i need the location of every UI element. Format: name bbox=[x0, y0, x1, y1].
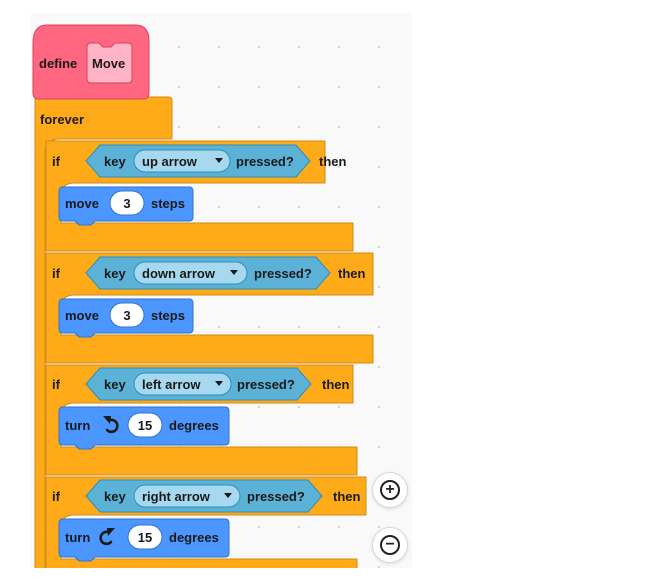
if-label: if bbox=[52, 489, 61, 504]
turn-label: turn bbox=[65, 418, 90, 433]
key-label: key bbox=[104, 377, 126, 392]
if-label: if bbox=[52, 266, 61, 281]
move-steps-block[interactable]: move 3 steps bbox=[58, 186, 194, 226]
key-dropdown-value: left arrow bbox=[142, 377, 201, 392]
steps-label: steps bbox=[151, 196, 185, 211]
turn-right-block[interactable]: turn 15 degrees bbox=[58, 518, 230, 562]
key-label: key bbox=[104, 266, 126, 281]
define-block[interactable]: define Move bbox=[32, 24, 150, 100]
key-dropdown-value: right arrow bbox=[142, 489, 211, 504]
rotate-right-icon bbox=[99, 528, 115, 546]
if-label: if bbox=[52, 154, 61, 169]
key-pressed-condition[interactable]: key left arrow pressed? bbox=[85, 367, 312, 401]
steps-label: steps bbox=[151, 308, 185, 323]
if-label: if bbox=[52, 377, 61, 392]
steps-input-value: 3 bbox=[123, 196, 130, 211]
move-label: move bbox=[65, 308, 99, 323]
dropdown-arrow-icon bbox=[215, 381, 223, 386]
key-dropdown[interactable]: left arrow bbox=[133, 372, 232, 396]
key-dropdown-value: up arrow bbox=[142, 154, 198, 169]
if-block-right-arrow[interactable]: if key right arrow pressed? then turn 15… bbox=[45, 476, 367, 568]
pressed-label: pressed? bbox=[254, 266, 312, 281]
then-label: then bbox=[322, 377, 350, 392]
dropdown-arrow-icon bbox=[215, 158, 223, 163]
move-label: move bbox=[65, 196, 99, 211]
then-label: then bbox=[338, 266, 366, 281]
steps-input[interactable] bbox=[109, 302, 145, 328]
then-label: then bbox=[333, 489, 361, 504]
key-label: key bbox=[104, 489, 126, 504]
if-block-down-arrow[interactable]: if key down arrow pressed? then move 3 s… bbox=[45, 252, 374, 364]
turn-left-block[interactable]: turn 15 degrees bbox=[58, 406, 230, 450]
if-block-left-arrow[interactable]: if key left arrow pressed? then turn 15 … bbox=[45, 364, 358, 476]
degrees-input-value: 15 bbox=[138, 530, 152, 545]
degrees-input-value: 15 bbox=[138, 418, 152, 433]
zoom-out-icon: − bbox=[380, 535, 400, 555]
forever-label: forever bbox=[40, 112, 84, 127]
script-canvas: forever define Move if key up arrow pres… bbox=[32, 24, 374, 568]
key-pressed-condition[interactable]: key right arrow pressed? bbox=[85, 479, 323, 513]
dropdown-arrow-icon bbox=[230, 270, 238, 275]
degrees-label: degrees bbox=[169, 530, 219, 545]
degrees-input[interactable] bbox=[127, 412, 163, 438]
rotate-left-icon bbox=[103, 416, 119, 434]
custom-block-label: Move bbox=[92, 56, 125, 71]
key-pressed-condition[interactable]: key up arrow pressed? bbox=[85, 144, 311, 178]
then-label: then bbox=[319, 154, 347, 169]
custom-block-name[interactable]: Move bbox=[86, 42, 133, 84]
pressed-label: pressed? bbox=[247, 489, 305, 504]
turn-label: turn bbox=[65, 530, 90, 545]
key-dropdown[interactable]: right arrow bbox=[133, 484, 241, 508]
dropdown-arrow-icon bbox=[224, 493, 232, 498]
key-label: key bbox=[104, 154, 126, 169]
code-workspace[interactable]: forever define Move if key up arrow pres… bbox=[31, 13, 412, 568]
pressed-label: pressed? bbox=[237, 377, 295, 392]
key-dropdown[interactable]: down arrow bbox=[133, 261, 248, 285]
degrees-label: degrees bbox=[169, 418, 219, 433]
key-dropdown[interactable]: up arrow bbox=[133, 149, 231, 173]
degrees-input[interactable] bbox=[127, 524, 163, 550]
define-label: define bbox=[39, 56, 77, 71]
steps-input[interactable] bbox=[109, 190, 145, 216]
zoom-out-button[interactable]: − bbox=[372, 527, 408, 563]
pressed-label: pressed? bbox=[236, 154, 294, 169]
key-dropdown-value: down arrow bbox=[142, 266, 216, 281]
steps-input-value: 3 bbox=[123, 308, 130, 323]
if-block-up-arrow[interactable]: if key up arrow pressed? then move 3 ste… bbox=[45, 140, 354, 252]
zoom-in-button[interactable]: + bbox=[372, 472, 408, 508]
move-steps-block[interactable]: move 3 steps bbox=[58, 298, 194, 338]
zoom-in-icon: + bbox=[380, 480, 400, 500]
key-pressed-condition[interactable]: key down arrow pressed? bbox=[85, 256, 331, 290]
